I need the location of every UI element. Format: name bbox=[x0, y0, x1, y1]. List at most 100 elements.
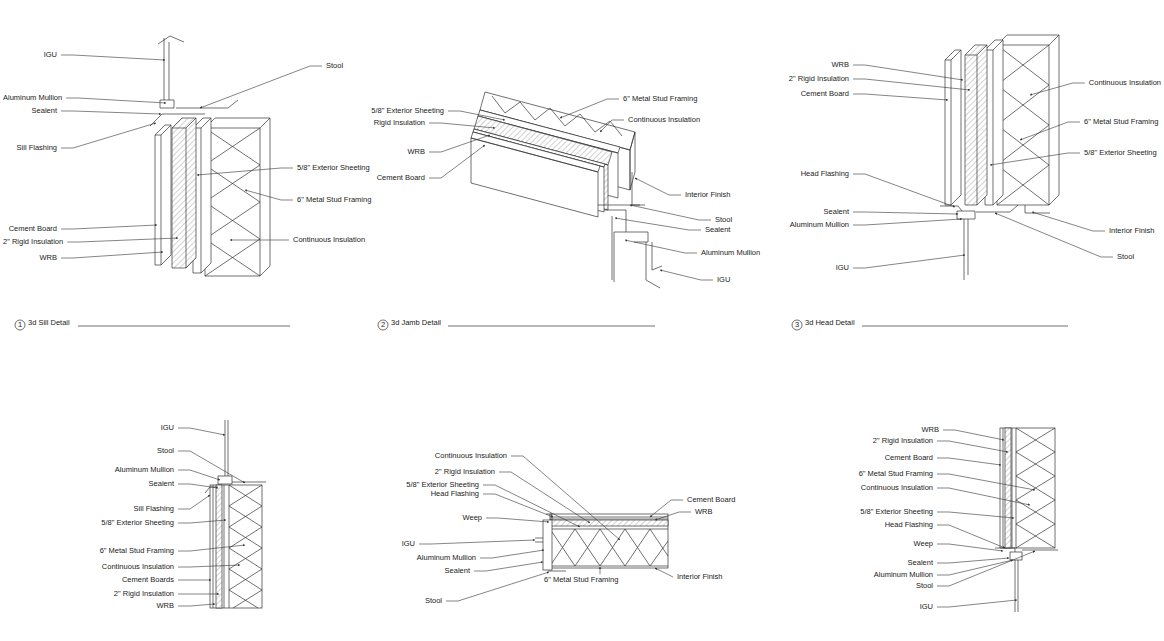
part-label: Sealent bbox=[31, 107, 58, 115]
part-label: Continuous Insulation bbox=[434, 452, 508, 460]
detail-title: 3d Sill Detail bbox=[27, 319, 71, 327]
part-label: Stool bbox=[1116, 253, 1135, 261]
stool bbox=[598, 205, 640, 206]
cement-board bbox=[945, 50, 961, 205]
leader-line bbox=[61, 111, 161, 114]
layer-lines bbox=[550, 517, 668, 566]
mullion bbox=[543, 520, 552, 570]
igu bbox=[964, 219, 968, 280]
leader-line bbox=[200, 66, 322, 108]
part-label: 5/8" Exterior Sheeting bbox=[859, 508, 934, 516]
callout-circle bbox=[378, 320, 388, 330]
callout-number: 3 bbox=[795, 321, 799, 329]
leader-line bbox=[67, 238, 178, 242]
part-label: Rigid Insulation bbox=[373, 119, 426, 127]
leader-line bbox=[1032, 212, 1105, 231]
part-label: Head Flashing bbox=[884, 521, 934, 529]
leader-line bbox=[178, 428, 225, 435]
leader-line bbox=[178, 495, 210, 509]
leader-line bbox=[429, 135, 490, 152]
interior-finish bbox=[1025, 205, 1050, 213]
callout-circle bbox=[15, 320, 25, 330]
leader-group bbox=[61, 55, 1113, 607]
part-label: 6" Metal Stud Framing bbox=[543, 576, 619, 584]
head-flashing bbox=[940, 206, 962, 211]
part-label: 5/8" Exterior Sheeting bbox=[100, 519, 175, 527]
mullion bbox=[604, 210, 648, 282]
leader-line bbox=[178, 604, 215, 606]
part-label: Head Flashing bbox=[800, 170, 850, 178]
part-label: Continuous Insulation bbox=[860, 484, 934, 492]
cement-board bbox=[155, 125, 171, 265]
part-label: WRB bbox=[39, 254, 59, 262]
part-label: 6" Metal Stud Framing bbox=[296, 196, 372, 204]
stool bbox=[1022, 550, 1058, 551]
part-label: Sealent bbox=[704, 226, 731, 234]
leader-line bbox=[483, 494, 553, 517]
leader-line bbox=[660, 270, 713, 280]
part-label: Aluminum Mullion bbox=[2, 94, 63, 102]
mullion bbox=[160, 100, 174, 108]
part-label: 5/8" Exterior Sheeting bbox=[1083, 149, 1158, 157]
wall-section bbox=[210, 485, 262, 608]
part-label: Weep bbox=[913, 540, 934, 548]
leader-line bbox=[655, 512, 691, 520]
leader-line bbox=[419, 540, 535, 544]
leader-line bbox=[655, 568, 673, 577]
part-label: IGU bbox=[401, 540, 416, 548]
title-rule bbox=[78, 326, 290, 327]
igu bbox=[1015, 560, 1018, 612]
leader-line bbox=[937, 560, 1013, 575]
leader-line bbox=[853, 212, 958, 214]
leader-line bbox=[943, 430, 1004, 440]
leader-line bbox=[178, 470, 220, 480]
part-label: Interior Finish bbox=[676, 573, 723, 581]
part-label: Stool bbox=[325, 62, 344, 70]
callout-circle bbox=[792, 320, 802, 330]
stool bbox=[176, 100, 238, 108]
leader-line bbox=[178, 520, 226, 523]
part-label: Stool bbox=[714, 216, 733, 224]
leader-line bbox=[937, 441, 1008, 452]
part-label: Cement Board bbox=[376, 174, 426, 182]
leader-line bbox=[486, 518, 549, 522]
stool bbox=[976, 205, 1018, 212]
part-label: 6" Metal Stud Framing bbox=[858, 470, 934, 478]
leader-line bbox=[937, 551, 1035, 586]
stud-pattern bbox=[205, 128, 260, 276]
part-label: IGU bbox=[160, 424, 175, 432]
part-label: 5/8" Exterior Sheeting bbox=[370, 107, 445, 115]
part-label: WRB bbox=[156, 602, 176, 610]
part-label: 2" Rigid Insulation bbox=[788, 75, 850, 83]
igu bbox=[646, 242, 662, 288]
mullion bbox=[957, 211, 975, 219]
stud-pattern bbox=[1016, 428, 1055, 548]
leader-line bbox=[853, 94, 948, 100]
leader-line bbox=[600, 567, 601, 574]
title-rule bbox=[448, 326, 655, 327]
title-rule bbox=[862, 326, 1068, 327]
part-label: Sealent bbox=[148, 480, 175, 488]
leader-line bbox=[937, 488, 1030, 505]
leader-line bbox=[995, 213, 1113, 257]
part-label: Aluminum Mullion bbox=[789, 221, 850, 229]
callout-number: 2 bbox=[381, 321, 385, 329]
part-label: IGU bbox=[43, 51, 58, 59]
igu bbox=[535, 538, 543, 542]
stud-framing bbox=[205, 118, 270, 276]
leader-line bbox=[178, 594, 219, 595]
part-label: 2" Rigid Insulation bbox=[872, 437, 934, 445]
leader-line bbox=[937, 558, 1009, 563]
rigid-insulation bbox=[965, 45, 987, 205]
leader-line bbox=[615, 218, 701, 230]
part-label: Sealent bbox=[444, 567, 471, 575]
rigid-insulation bbox=[1005, 428, 1011, 548]
part-label: Cement Boards bbox=[121, 576, 175, 584]
stud-framing bbox=[997, 35, 1059, 205]
leader-line bbox=[230, 240, 289, 241]
leader-line bbox=[853, 79, 970, 90]
leader-line bbox=[61, 123, 156, 148]
part-label: 5/8" Exterior Sheeting bbox=[296, 164, 371, 172]
part-label: Sealent bbox=[823, 208, 850, 216]
